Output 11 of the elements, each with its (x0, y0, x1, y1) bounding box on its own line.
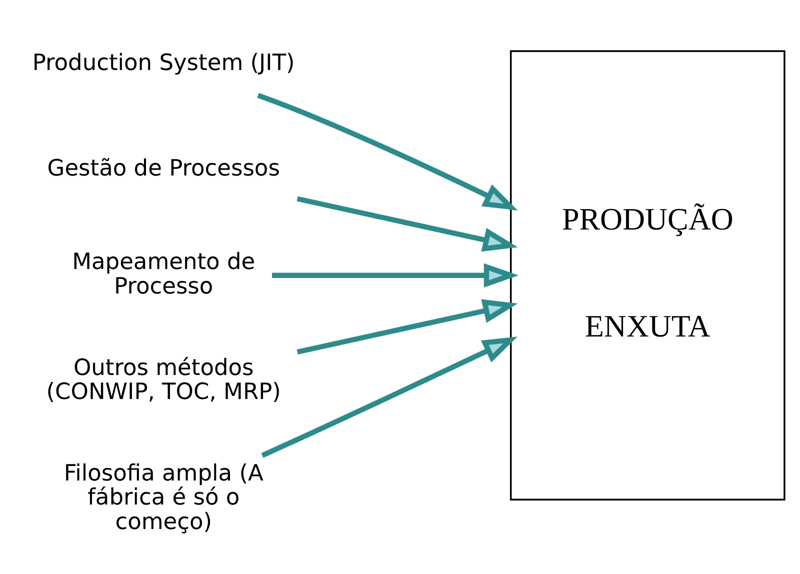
arrow (261, 336, 518, 458)
arrow (257, 92, 518, 210)
node-text: Production System (JIT) (32, 49, 295, 76)
node-text: Gestão de Processos (47, 155, 280, 182)
node-text: Outros métodos (CONWIP, TOC, MRP) (46, 354, 281, 405)
node-box: PRODUÇÃO ENXUTA (510, 50, 786, 500)
node-text: Filosofia ampla (A fábrica é só o começo) (64, 460, 264, 534)
arrow (272, 262, 519, 288)
node-text: Mapeamento de Processo (72, 248, 256, 299)
arrow (296, 196, 518, 252)
arrow (296, 298, 518, 354)
